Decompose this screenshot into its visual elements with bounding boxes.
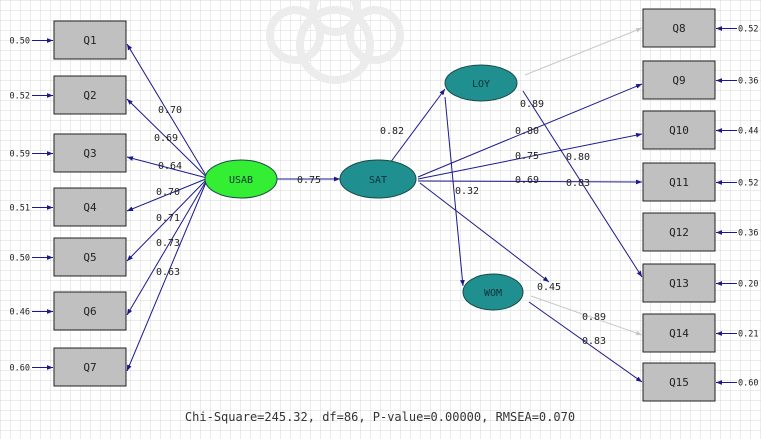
watermark-logo [266,0,404,84]
latent-usab-ellipse [204,159,278,199]
loading-value-q11: 0.69 [515,175,539,186]
loading-arrow-q1 [126,43,208,178]
latent-usab-label: USAB [229,175,253,186]
loading-arrow-q10 [417,132,643,180]
indicator-q13-label: Q13 [669,277,689,290]
loading-value-q13-extra: 0.83 [566,178,590,189]
indicator-q14-label: Q14 [669,327,689,340]
loading-value-q8: 0.89 [520,99,544,110]
loading-arrow-q5 [126,178,208,262]
error-value-q5: 0.50 [10,254,30,264]
indicator-q1-label: Q1 [83,34,96,47]
loading-arrow-q4 [126,178,208,212]
indicator-q10-label: Q10 [669,124,689,137]
error-value-q1: 0.50 [10,37,30,47]
loading-value-q9: 0.80 [515,126,539,137]
indicator-q2-label: Q2 [83,89,96,102]
value-loy-wom: 0.32 [455,186,479,197]
indicator-q11-label: Q11 [669,176,689,189]
loading-value-q7: 0.63 [156,267,180,278]
indicator-q14-box [642,313,716,353]
indicator-q10-box [642,110,716,150]
loading-value-q6: 0.73 [156,238,180,249]
indicator-q8-box [642,8,716,48]
indicator-q5-box [53,237,127,277]
latent-loy-label: LOY [472,79,490,90]
indicator-q9-box [642,60,716,100]
indicator-q7-label: Q7 [83,361,96,374]
path-loy-wom [444,96,465,287]
loading-arrow-q9 [417,83,643,178]
indicator-q6-box [53,291,127,331]
error-value-q8: 0.52 [738,25,758,35]
loading-value-q1: 0.70 [158,105,182,116]
error-value-q13: 0.20 [738,280,758,290]
fit-statistics: Chi-Square=245.32, df=86, P-value=0.0000… [185,410,575,424]
loading-value-q15: 0.83 [582,336,606,347]
loading-value-q5: 0.71 [156,213,180,224]
indicator-q13-box [642,263,716,303]
loading-arrow-q14 [530,295,643,336]
error-value-q15: 0.60 [738,379,758,389]
loading-value-q14: 0.89 [582,312,606,323]
indicator-q12-label: Q12 [669,226,689,239]
loading-arrow-q7 [126,179,208,372]
loading-arrow-q11 [417,179,643,185]
error-value-q4: 0.51 [10,204,30,214]
error-value-q12: 0.36 [738,229,758,239]
value-usab-sat: 0.75 [297,175,321,186]
latent-sat-ellipse [339,159,417,199]
indicator-q11-box [642,162,716,202]
value-sat-loy: 0.82 [380,126,404,137]
error-value-q9: 0.36 [738,77,758,87]
indicator-q3-label: Q3 [83,147,96,160]
loading-arrow-q8 [524,27,643,76]
indicator-q8-label: Q8 [672,22,685,35]
error-value-q14: 0.21 [738,330,758,340]
error-value-q10: 0.44 [738,127,758,137]
indicator-q3-box [53,133,127,173]
loading-arrow-q13 [522,90,643,278]
latent-wom-ellipse [462,273,524,311]
loading-arrow-q3 [126,156,208,179]
loading-value-q2: 0.69 [154,133,178,144]
indicator-q1-box [53,20,127,60]
loading-arrow-q15 [528,301,643,383]
value-sat-wom: 0.45 [537,282,561,293]
loading-arrow-q2 [126,98,208,178]
indicator-q15-label: Q15 [669,376,689,389]
indicator-q12-box [642,212,716,252]
loading-value-q3: 0.64 [158,161,182,172]
path-sat-wom [419,182,550,283]
indicator-q5-label: Q5 [83,251,96,264]
indicator-q4-label: Q4 [83,201,97,214]
error-value-q6: 0.46 [10,308,30,318]
loading-value-q13: 0.80 [566,152,590,163]
error-value-q11: 0.52 [738,179,758,189]
indicator-q2-box [53,75,127,115]
loading-arrow-q6 [126,179,208,316]
indicator-q15-box [642,362,716,402]
latent-loy-ellipse [444,64,518,102]
latent-wom-label: WOM [484,288,502,299]
indicator-q4-box [53,187,127,227]
indicator-q9-label: Q9 [672,74,685,87]
latent-sat-label: SAT [369,175,387,186]
path-sat-loy [389,88,446,164]
loading-value-q4: 0.70 [156,187,180,198]
indicator-q7-box [53,347,127,387]
indicator-q6-label: Q6 [83,305,96,318]
loading-value-q10: 0.75 [515,151,539,162]
error-value-q2: 0.52 [10,92,30,102]
error-value-q7: 0.60 [10,364,30,374]
error-value-q3: 0.59 [10,150,30,160]
